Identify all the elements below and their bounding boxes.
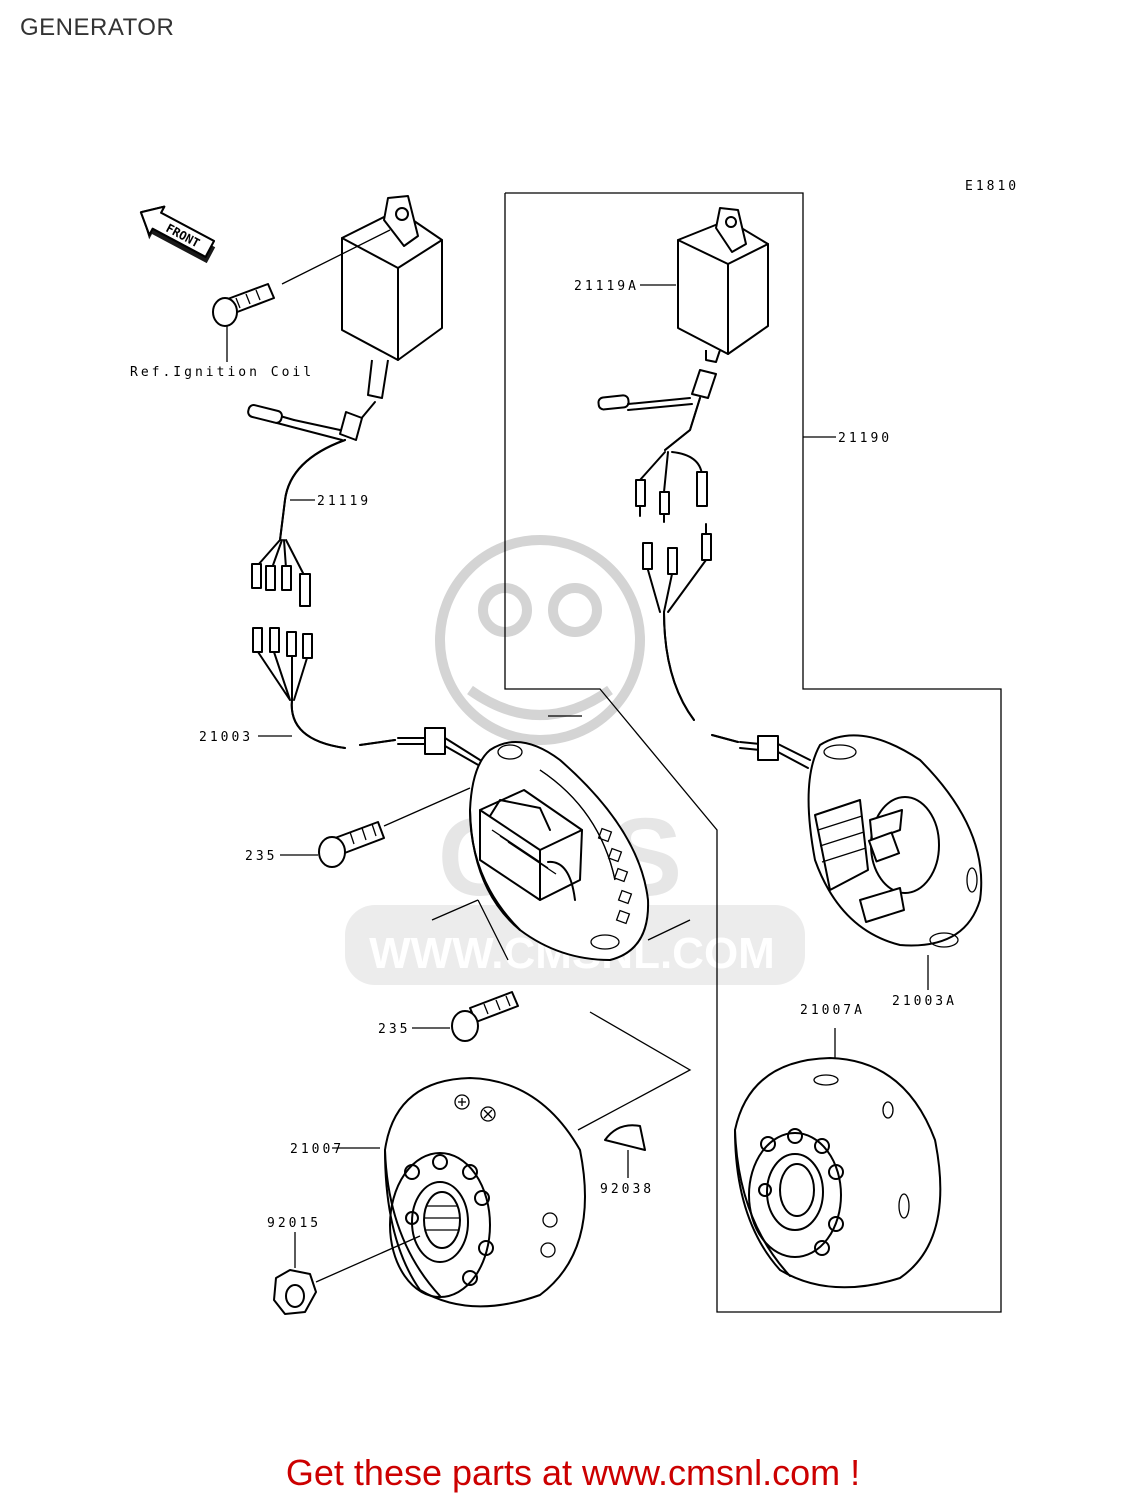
label-21119: 21119 [317,494,371,509]
stator-wire-alt [642,523,811,769]
diagram-code: E1810 [965,179,1019,194]
label-21007: 21007 [290,1142,344,1157]
label-21007a: 21007A [800,1003,865,1018]
ignition-coil [341,195,443,399]
label-235-bottom: 235 [378,1022,410,1037]
assembly-outline [504,192,1002,1313]
footer-link[interactable]: Get these parts at www.cmsnl.com ! [285,1452,861,1493]
cdi-21119a [640,207,769,363]
ref-bolt [212,229,391,362]
front-arrow: FRONT [139,205,216,264]
generator-diagram: WWW.CMSNL.COM CMS FRONT E1810 Ref.Igniti… [130,179,1019,1315]
rotor-21007a [734,1028,942,1289]
bracket-line [431,899,509,961]
stator-21003a [807,734,983,990]
bolt-235-bottom [412,991,519,1042]
footer-banner: Get these parts at www.cmsnl.com ! [0,1452,1146,1494]
label-21003a: 21003A [892,994,957,1009]
stator-main [469,741,650,961]
bolt-235-top [280,787,471,868]
label-21003: 21003 [199,730,253,745]
ref-ignition-label: Ref.Ignition Coil [130,365,314,380]
harness-21119 [247,401,376,607]
rotor-21007 [332,1077,586,1308]
nut-92015 [273,1232,421,1315]
label-21119a: 21119A [574,279,639,294]
label-235-top: 235 [245,849,277,864]
stator-wire-21003 [252,627,481,767]
key-92038 [604,1124,646,1178]
cdi-harness [597,369,717,523]
page-title: GENERATOR [20,14,175,41]
label-92038: 92038 [600,1182,654,1197]
label-92015: 92015 [267,1216,321,1231]
label-21190: 21190 [838,431,892,446]
